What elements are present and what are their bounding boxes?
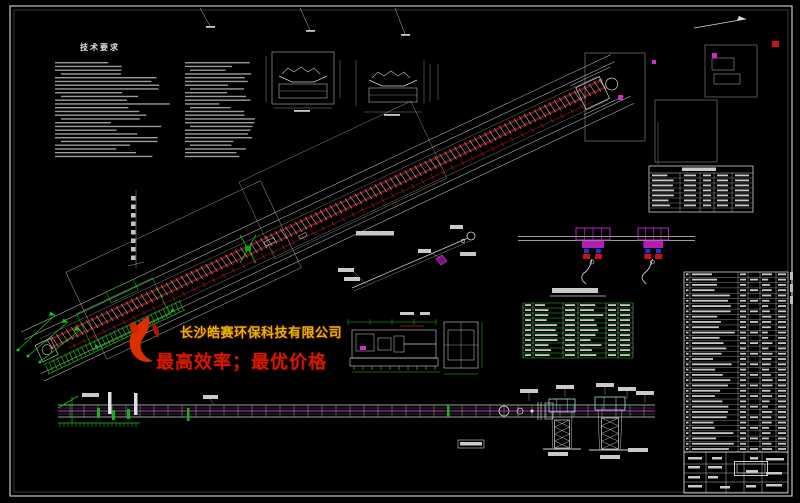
idler-list-table <box>522 302 634 359</box>
trough-section-details <box>265 51 439 116</box>
slope-note <box>127 190 145 268</box>
head-area-details <box>584 16 779 165</box>
title-block <box>683 272 793 494</box>
tail-flow-arrows <box>16 311 81 364</box>
elevation-view <box>57 383 655 459</box>
flame-icon <box>129 316 160 362</box>
conveyor-plan-view <box>20 54 635 382</box>
tech-requirements-text <box>55 62 255 158</box>
green-cross-brace <box>239 234 257 264</box>
watermark-company-name: 长沙皓赛环保科技有限公司 <box>180 325 343 340</box>
watermark-slogan: 最高效率；最优价格 <box>156 352 327 372</box>
bom-table <box>683 271 789 453</box>
tech-requirements-title: 技术要求 <box>80 43 120 52</box>
takeup-detail <box>338 225 476 292</box>
sheet-frame <box>9 5 793 497</box>
head-callout-balloons <box>199 7 410 36</box>
watermark: 长沙皓赛环保科技有限公司 最高效率；最优价格 <box>122 308 352 388</box>
spec-table <box>648 165 754 213</box>
drive-unit-view <box>347 312 483 375</box>
trolley-detail <box>518 227 695 297</box>
